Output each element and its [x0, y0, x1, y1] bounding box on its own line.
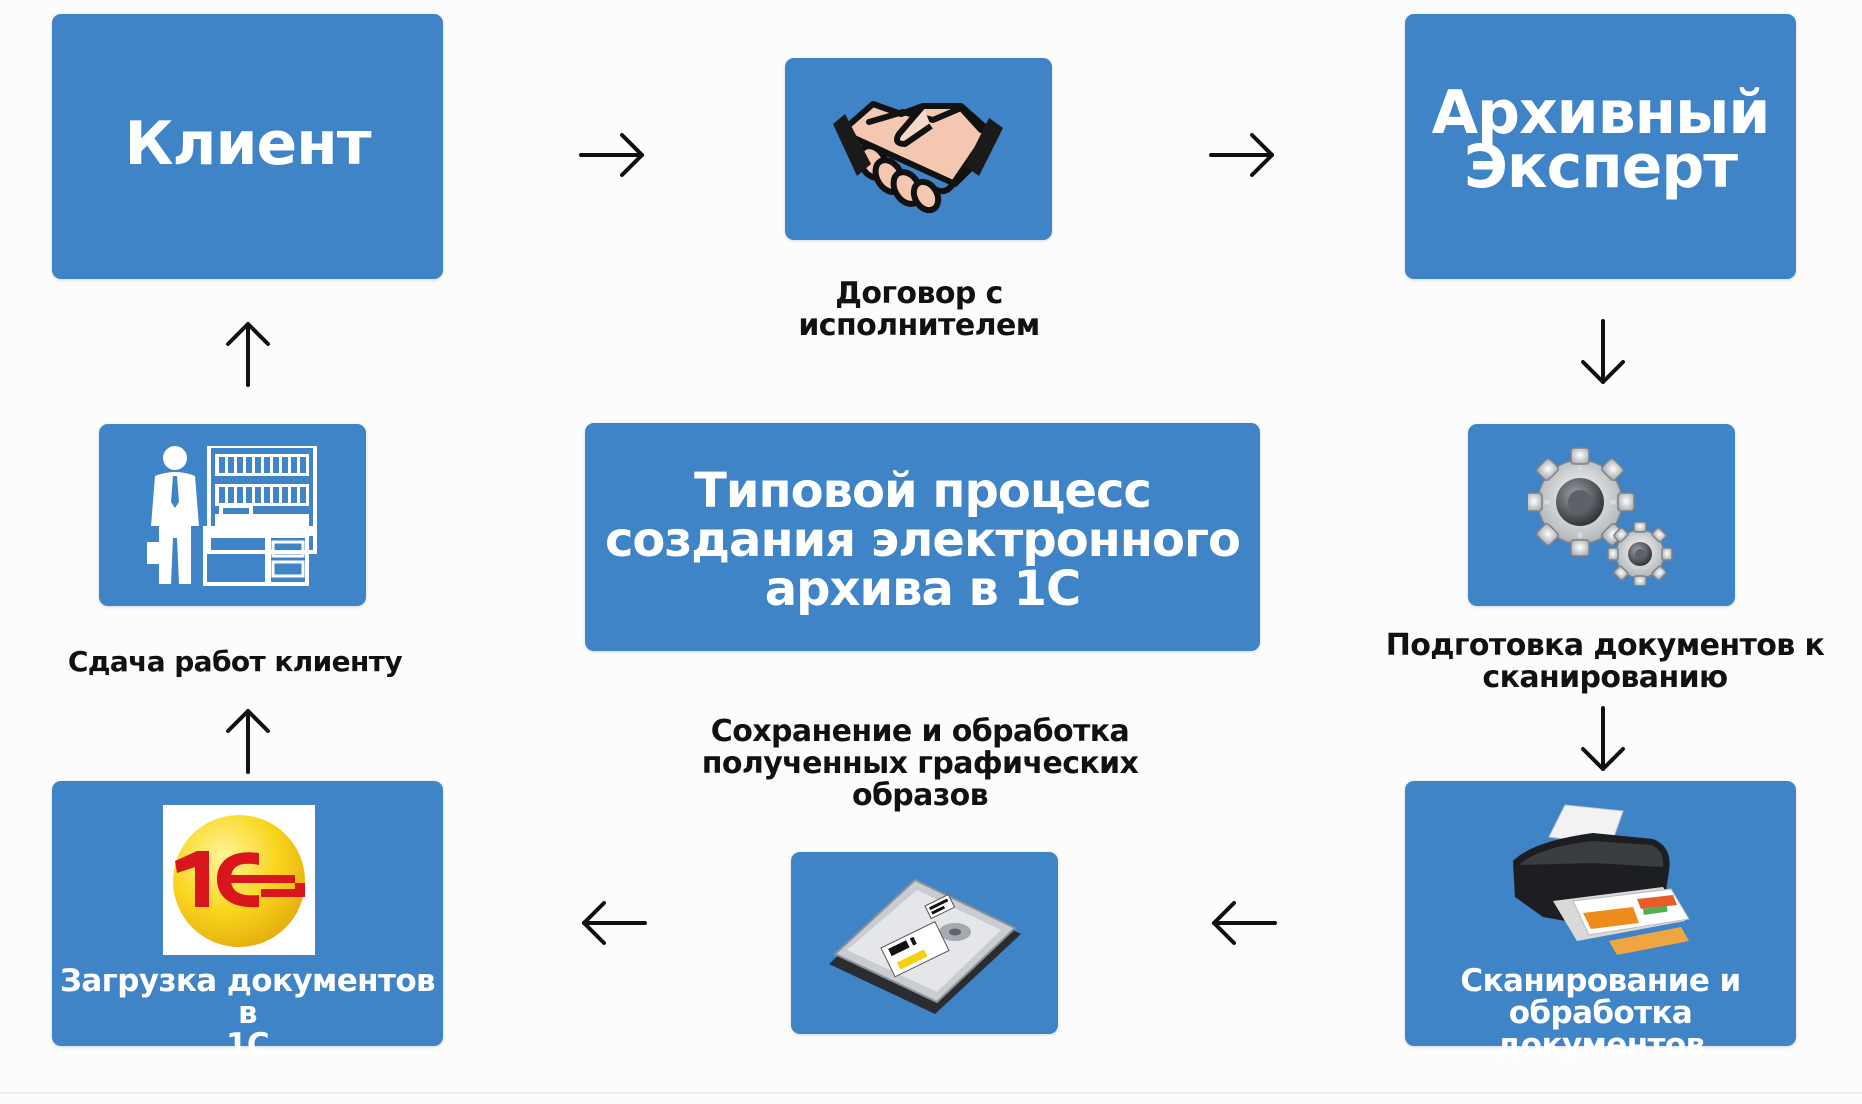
saving-box: [791, 852, 1058, 1034]
arrow-up-delivery-to-client: [226, 322, 270, 387]
arrow-left-scanning-to-saving: [1212, 901, 1277, 945]
loading-caption-line1: Загрузка документов в: [59, 963, 436, 1031]
bottom-divider: [0, 1092, 1862, 1094]
loading-caption-line2: 1С: [225, 1027, 270, 1063]
center-title-box: Типовой процесс создания электронного ар…: [585, 423, 1260, 651]
saving-caption-line2: полученных графических: [701, 746, 1139, 781]
preparation-box: [1468, 424, 1735, 606]
delivery-caption-text: Сдача работ клиенту: [67, 645, 403, 678]
gears-icon: [1528, 447, 1673, 586]
archive-expert-box: Архивный Эксперт: [1405, 14, 1796, 279]
1c-logo: [163, 805, 315, 955]
contract-caption: Договор с исполнителем: [735, 278, 1103, 342]
arrow-left-saving-to-loading: [582, 901, 647, 945]
center-title-line1: Типовой процесс: [694, 462, 1152, 519]
contract-box: [785, 58, 1052, 240]
scanning-caption-line1: Сканирование и: [1460, 963, 1741, 999]
center-title-line2: создания электронного: [604, 511, 1241, 568]
preparation-caption-line2: сканированию: [1482, 660, 1728, 695]
arrow-up-loading-to-delivery: [226, 709, 270, 774]
arrow-right-contract-to-expert: [1209, 133, 1274, 177]
handshake-icon: [833, 101, 1003, 214]
hard-drive-icon: [829, 878, 1021, 1014]
delivery-caption: Сдача работ клиенту: [40, 646, 430, 678]
contract-caption-line2: исполнителем: [798, 308, 1040, 343]
contract-caption-line1: Договор с: [835, 276, 1003, 311]
arrow-down-expert-to-preparation: [1581, 319, 1625, 384]
delivery-box: [99, 424, 366, 606]
archive-expert-line2: Эксперт: [1463, 131, 1738, 202]
office-worker-icon: [147, 446, 317, 586]
printer-icon: [1513, 804, 1690, 955]
arrow-down-preparation-to-scanning: [1581, 706, 1625, 771]
arrow-right-client-to-contract: [579, 133, 644, 177]
saving-caption-line3: образов: [851, 778, 989, 813]
saving-caption-line1: Сохранение и обработка: [710, 714, 1130, 749]
scanning-box: Сканирование и обработка документов: [1405, 781, 1796, 1061]
scanning-caption-line2: обработка документов: [1496, 995, 1705, 1063]
preparation-caption: Подготовка документов к сканированию: [1380, 630, 1830, 694]
saving-caption: Сохранение и обработка полученных графич…: [690, 716, 1150, 812]
center-title-line3: архива в 1С: [764, 560, 1082, 617]
client-box: Клиент: [52, 14, 443, 279]
preparation-caption-line1: Подготовка документов к: [1385, 628, 1825, 663]
client-label: Клиент: [124, 108, 372, 179]
archive-expert-line1: Архивный: [1431, 77, 1771, 148]
loading-box: Загрузка документов в 1С: [52, 781, 443, 1061]
